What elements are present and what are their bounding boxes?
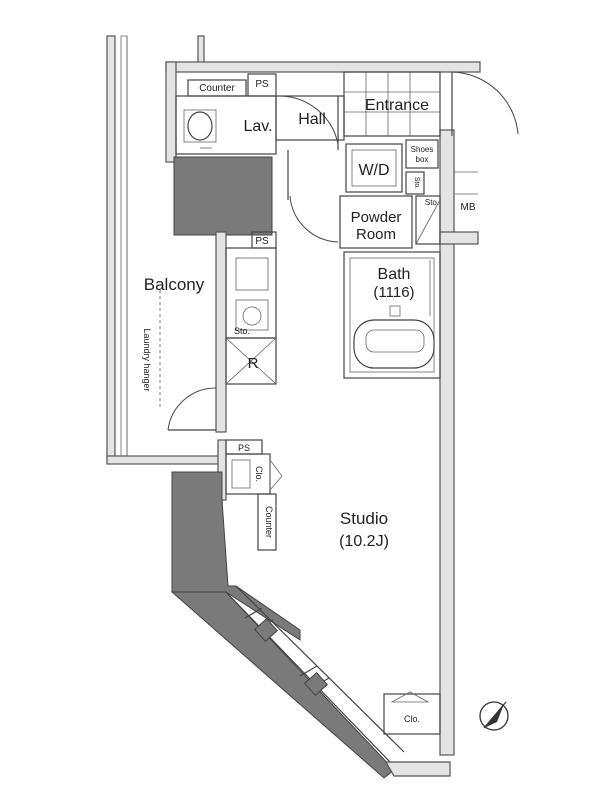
ps-top-label: PS bbox=[255, 79, 269, 90]
structural-column bbox=[173, 156, 273, 236]
balcony-area bbox=[106, 35, 223, 465]
laundry-hanger-label: Laundry hanger bbox=[142, 328, 152, 391]
powder-label: Powder bbox=[351, 209, 402, 226]
clo-bottom-label: Clo. bbox=[404, 714, 420, 724]
wd-label: W/D bbox=[358, 162, 389, 179]
fridge-label: R bbox=[248, 355, 259, 372]
counter-side bbox=[257, 493, 277, 551]
storage-right bbox=[415, 195, 441, 245]
clo-left-label: Clo. bbox=[254, 466, 264, 482]
counter-side-label: Counter bbox=[264, 506, 274, 538]
shoes-box-label: box bbox=[416, 155, 429, 164]
powder-room bbox=[339, 195, 413, 249]
studio-label: Studio bbox=[340, 509, 388, 528]
mb-label: MB bbox=[461, 202, 476, 213]
studio-size-label: (10.2J) bbox=[339, 533, 389, 550]
entrance-area bbox=[343, 71, 519, 137]
hall-door bbox=[279, 95, 339, 145]
sto-kitchen-label: Sto. bbox=[234, 326, 250, 336]
bottom-wall bbox=[384, 761, 451, 777]
bath-size-label: (1116) bbox=[373, 284, 414, 301]
bathroom bbox=[343, 251, 441, 379]
top-wall bbox=[165, 61, 481, 73]
lav-label: Lav. bbox=[243, 118, 272, 135]
ps-mid-label: PS bbox=[255, 236, 269, 247]
bath-label: Bath bbox=[378, 266, 411, 283]
kitchen bbox=[225, 247, 277, 385]
lavatory bbox=[175, 73, 277, 155]
sto-small-label: Sto. bbox=[413, 177, 420, 190]
shoes-label: Shoes bbox=[411, 145, 434, 154]
kitchen-left-wall bbox=[215, 231, 227, 433]
counter-top-label: Counter bbox=[199, 83, 235, 94]
shoes-box bbox=[405, 139, 439, 169]
washer-dryer bbox=[345, 143, 403, 193]
hall-label: Hall bbox=[298, 111, 326, 128]
room-label: Room bbox=[356, 226, 396, 243]
mb-wall bbox=[439, 231, 479, 245]
ps-low-label: PS bbox=[238, 443, 250, 453]
closet-bottom bbox=[383, 693, 441, 735]
entrance-label: Entrance bbox=[365, 97, 429, 114]
left-wall-upper bbox=[165, 61, 177, 163]
balcony-label: Balcony bbox=[144, 275, 205, 294]
storage-small bbox=[405, 171, 425, 195]
right-wall bbox=[439, 129, 455, 756]
sto-right-label: Sto. bbox=[425, 198, 439, 207]
balcony-door bbox=[167, 387, 217, 431]
north-arrow-icon bbox=[479, 701, 509, 731]
fridge-space bbox=[225, 337, 277, 385]
